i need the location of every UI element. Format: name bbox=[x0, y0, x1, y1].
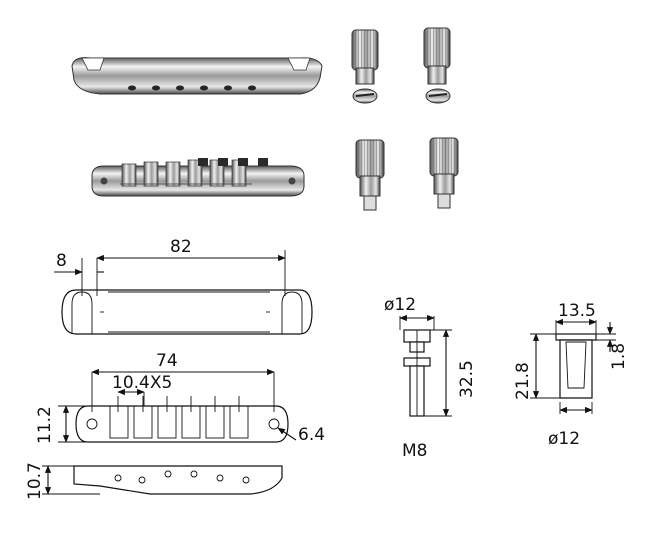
stud-thread-dim: M8 bbox=[402, 441, 427, 461]
bridge-height-dim: 11.2 bbox=[35, 406, 55, 444]
bushing-height-dim: 21.8 bbox=[513, 362, 533, 400]
stud-drawing bbox=[399, 314, 452, 417]
tailpiece-width-dim: 82 bbox=[170, 237, 192, 257]
bridge-length-dim: 74 bbox=[156, 351, 178, 371]
stud-length-dim: 32.5 bbox=[457, 360, 477, 398]
tailpiece-drawing bbox=[54, 250, 313, 335]
bushing-top-dia-dim: 13.5 bbox=[558, 301, 596, 321]
bushing-dia-dim: ø12 bbox=[548, 429, 580, 449]
bridge-hole-dim: 6.4 bbox=[298, 425, 325, 445]
stud-photo-1 bbox=[351, 29, 379, 104]
stud-photo-2 bbox=[423, 27, 451, 104]
bushing-drawing bbox=[530, 318, 616, 414]
tailpiece-photo bbox=[71, 57, 323, 95]
stud-head-dia-dim: ø12 bbox=[384, 295, 416, 315]
bushing-photo-1 bbox=[355, 139, 385, 211]
bushing-photo-2 bbox=[429, 137, 459, 209]
tailpiece-height-dim: 10.7 bbox=[25, 462, 45, 500]
bridge-saddle-dim: 10.4X5 bbox=[112, 373, 172, 393]
tailpiece-end-dim: 8 bbox=[56, 251, 67, 271]
tailpiece-profile-drawing bbox=[42, 465, 283, 495]
bridge-drawing bbox=[58, 368, 297, 443]
bushing-flange-dim: 1.8 bbox=[609, 343, 629, 370]
bridge-photo bbox=[91, 158, 305, 197]
